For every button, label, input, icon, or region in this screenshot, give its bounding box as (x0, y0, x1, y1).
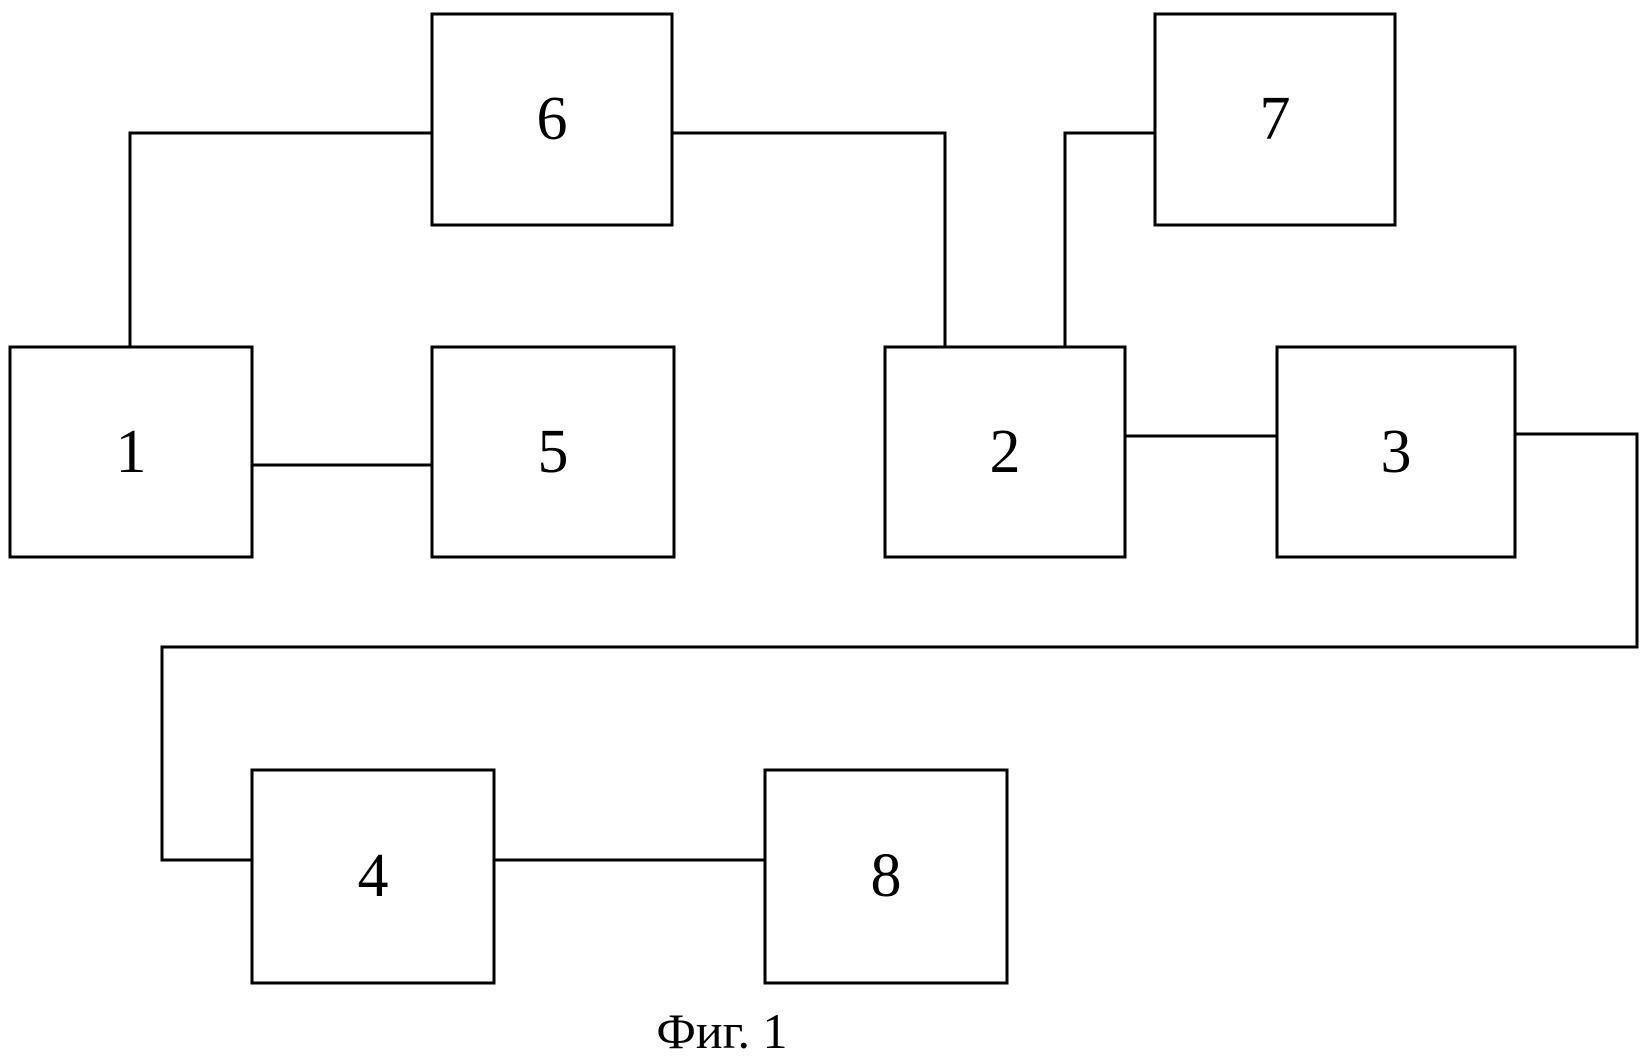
block-3: 3 (1277, 347, 1515, 557)
block-5: 5 (432, 347, 674, 557)
block-1: 1 (10, 347, 252, 557)
block-7-label: 7 (1260, 85, 1291, 153)
block-4-label: 4 (358, 842, 389, 910)
connector-6-2 (672, 133, 945, 347)
block-6: 6 (432, 14, 672, 225)
block-2-label: 2 (990, 418, 1021, 486)
block-7: 7 (1155, 14, 1395, 225)
block-2: 2 (885, 347, 1125, 557)
block-8: 8 (765, 770, 1007, 983)
block-4: 4 (252, 770, 494, 983)
block-6-label: 6 (537, 85, 568, 153)
block-3-label: 3 (1381, 418, 1412, 486)
block-1-label: 1 (116, 418, 147, 486)
figure-caption: Фиг. 1 (656, 1003, 787, 1059)
connector-1-6 (130, 133, 432, 347)
connector-2-7 (1065, 133, 1155, 347)
block-5-label: 5 (538, 418, 569, 486)
block-8-label: 8 (871, 842, 902, 910)
